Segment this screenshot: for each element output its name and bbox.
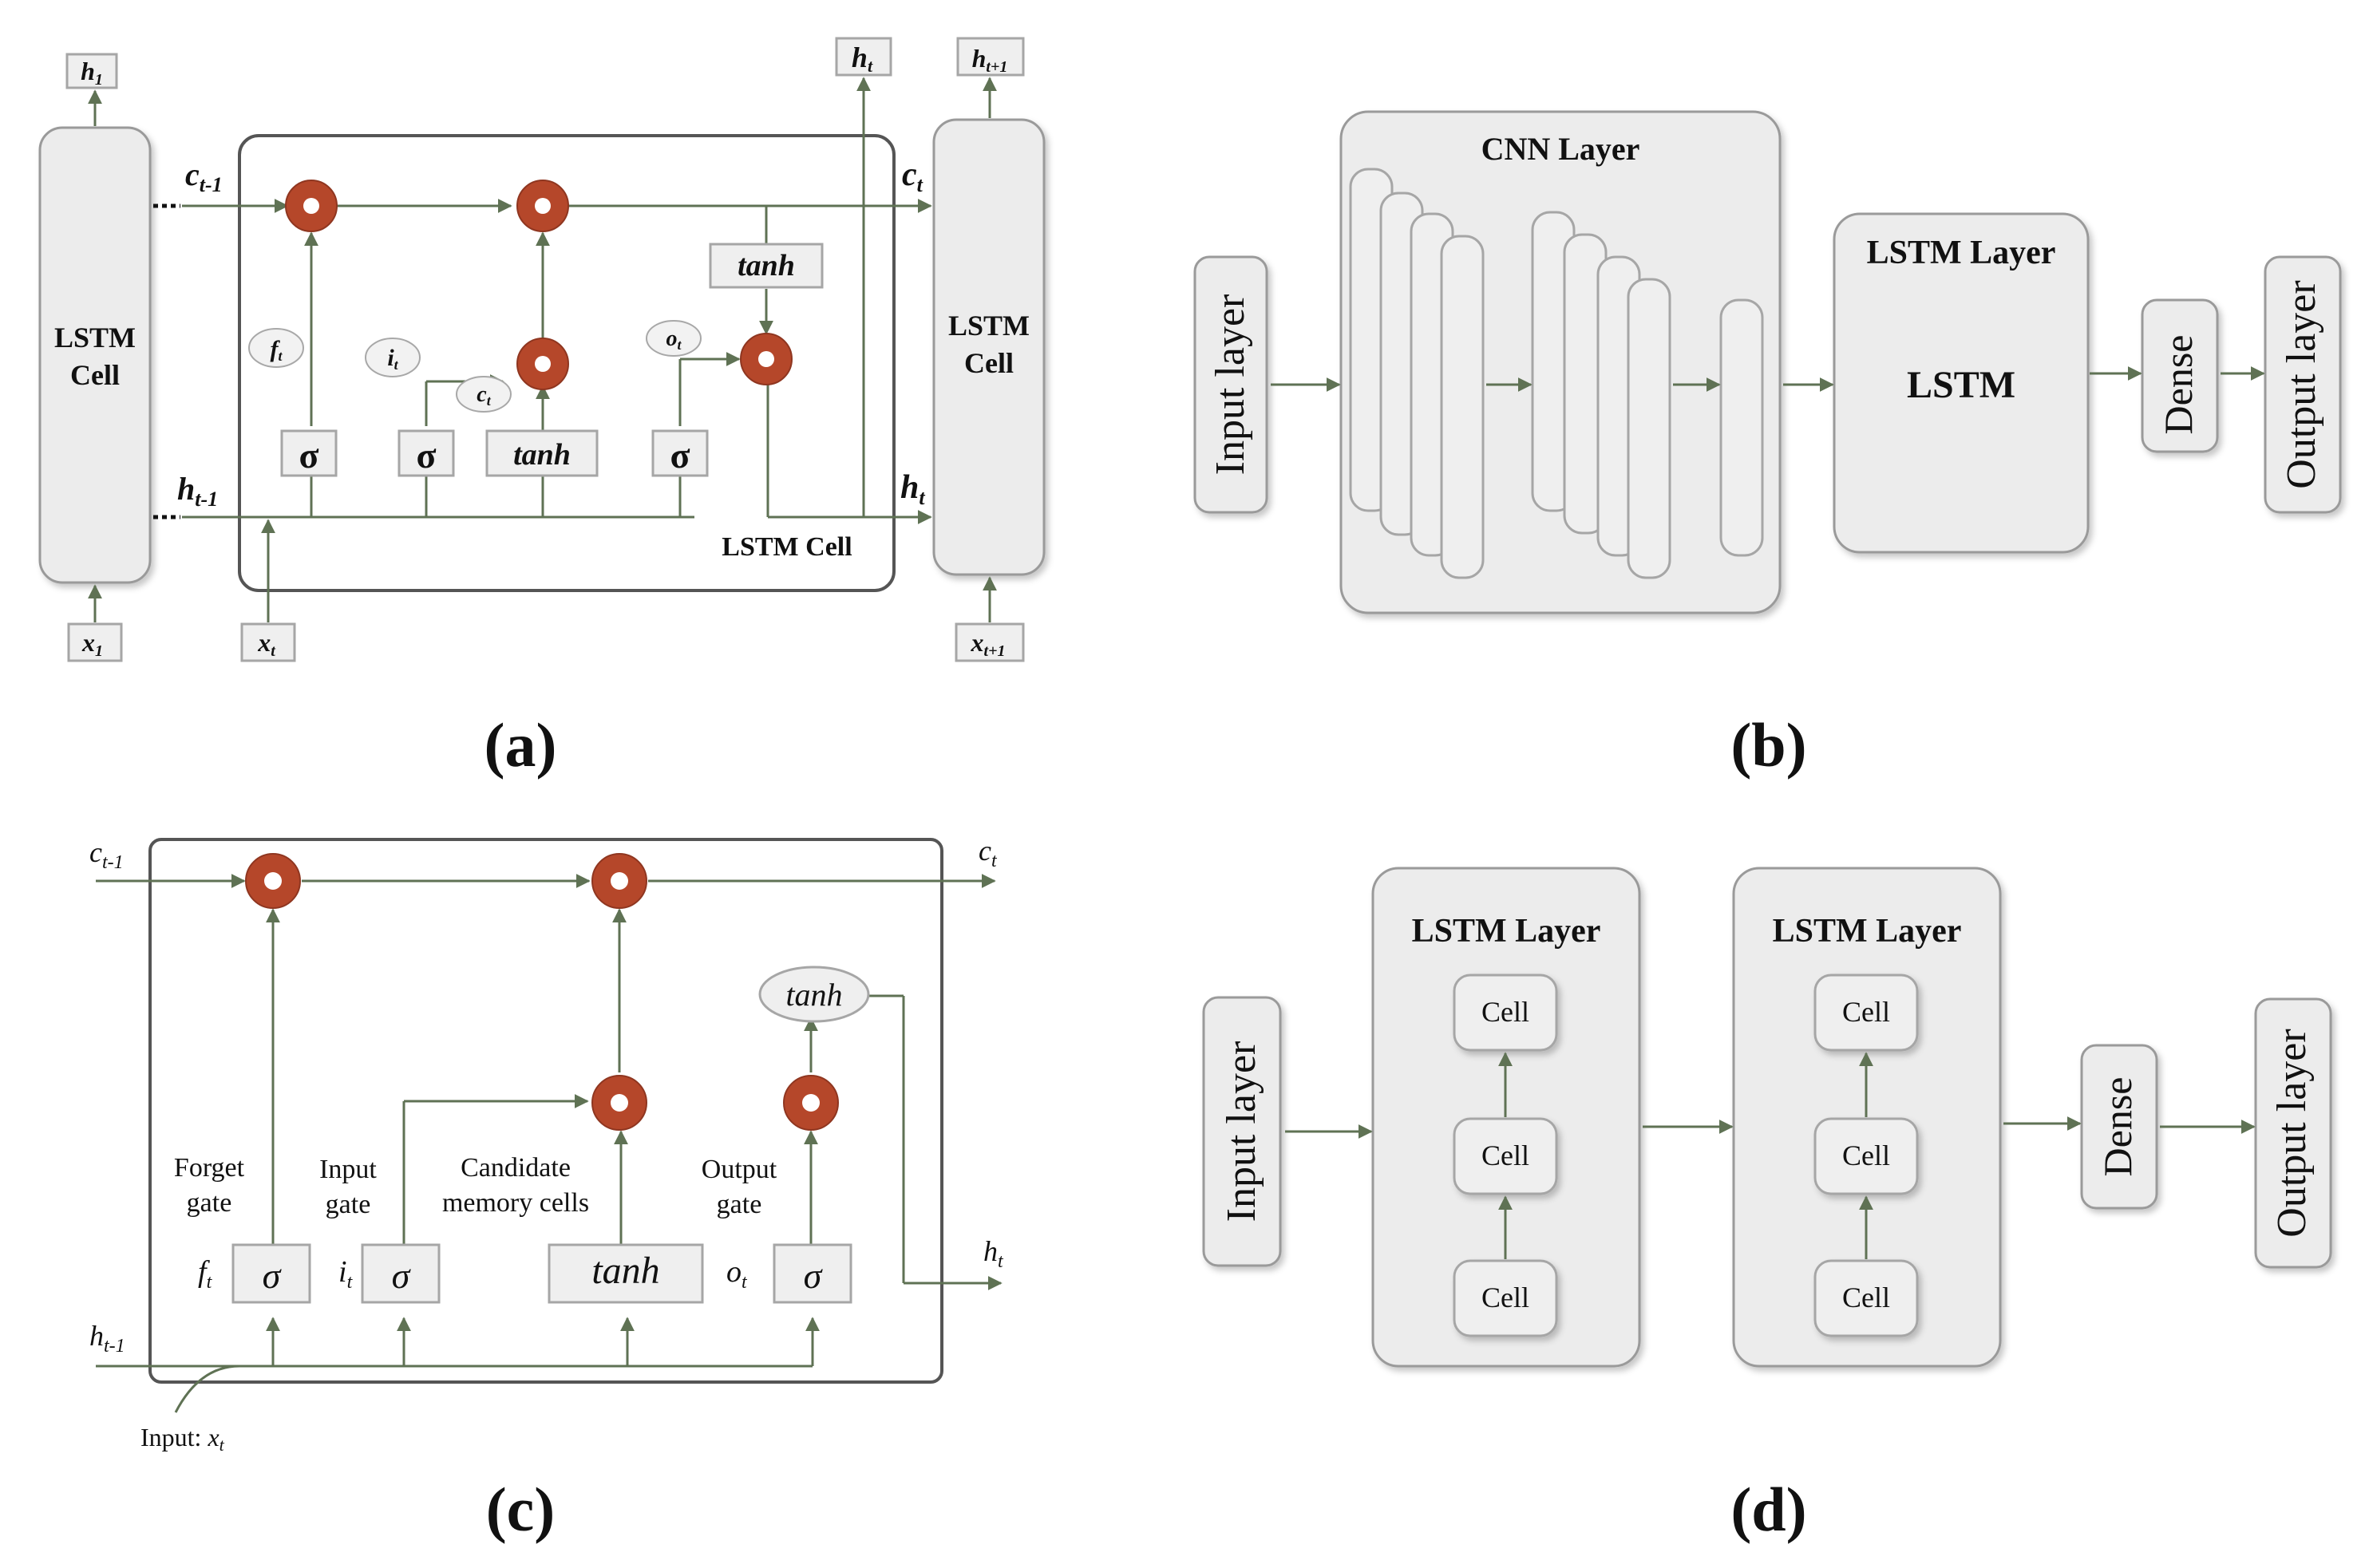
output-sigma: σ [670, 435, 690, 476]
d-lstm-layer-1-label: LSTM Layer [1412, 913, 1601, 950]
b-input-layer-label: Input layer [1208, 294, 1253, 476]
b-lstm-label: LSTM [1907, 364, 2015, 406]
ht-label: ht [900, 469, 925, 509]
forget-sigma-box [280, 429, 338, 477]
ht1-top-box [956, 37, 1025, 77]
c-ct-label: ct [979, 835, 998, 871]
c-forget-gate-line1: Forget [174, 1153, 245, 1183]
d-dense-box [2080, 1044, 2158, 1210]
c-cell-frame [148, 838, 943, 1384]
c-ht-1-label: ht-1 [89, 1320, 125, 1357]
right-cell-line2: Cell [964, 347, 1014, 379]
c-output-gate-line2: gate [717, 1190, 762, 1219]
d-input-layer-label: Input layer [1219, 1041, 1264, 1222]
center-lstm-cell-label: LSTM Cell [722, 532, 852, 562]
candidate-tanh-box [485, 429, 599, 477]
h1-box [65, 53, 118, 89]
h1-label: h1 [81, 57, 103, 89]
c-input-sigma-box [361, 1243, 441, 1304]
c-ht-label: ht [983, 1235, 1004, 1272]
ctil-label: ct [477, 382, 491, 409]
c-forget-sigma: σ [263, 1255, 283, 1296]
output-sigma-box [651, 429, 709, 477]
caption-b: (b) [1730, 710, 1806, 780]
d-output-layer-box [2254, 997, 2332, 1269]
left-lstm-cell [38, 126, 152, 584]
caption-a: (a) [484, 710, 557, 780]
caption-d: (d) [1730, 1475, 1806, 1544]
c-input-gate-line1: Input [319, 1155, 377, 1184]
b-lstm-layer-label: LSTM Layer [1867, 235, 2056, 271]
c-candidate-line1: Candidate [461, 1153, 571, 1183]
c-it-label: it [338, 1255, 354, 1293]
c-input-gate-line2: gate [326, 1190, 371, 1219]
b-output-layer-box [2264, 255, 2342, 514]
left-cell-line1: LSTM [54, 322, 136, 353]
ot-label: ot [666, 326, 682, 353]
c-output-gate-line1: Output [702, 1155, 777, 1184]
forget-sigma: σ [299, 435, 318, 476]
xt1-box [955, 622, 1025, 662]
d-lstm-layer-2-label: LSTM Layer [1773, 913, 1962, 950]
input-sigma: σ [416, 435, 436, 476]
b-lstm-layer-box [1833, 212, 2090, 554]
x1-box [67, 622, 123, 662]
ht-top-label: ht [852, 41, 873, 76]
d-cell-1a: Cell [1481, 996, 1529, 1028]
b-output-layer-label: Output layer [2279, 280, 2324, 488]
b-dense-label: Dense [2156, 335, 2201, 435]
c-candidate-line2: memory cells [442, 1188, 589, 1218]
input-sigma-box [397, 429, 455, 477]
c-candidate-tanh: tanh [591, 1250, 659, 1292]
panel-d: Input layer LSTM Layer Cell Cell Cell LS… [1202, 867, 2332, 1544]
c-forget-gate-line2: gate [187, 1188, 232, 1218]
ct-1-label: ct-1 [185, 156, 223, 196]
it-label: it [387, 345, 398, 373]
c-forget-sigma-box [231, 1243, 311, 1304]
d-input-layer-box [1202, 996, 1282, 1267]
c-output-sigma: σ [804, 1255, 824, 1296]
d-cell-2b: Cell [1842, 1139, 1890, 1171]
xt1-label: xt+1 [971, 628, 1006, 660]
d-dense-label: Dense [2095, 1077, 2140, 1177]
c-output-tanh: tanh [785, 977, 842, 1013]
ht-1-label: ht-1 [177, 471, 218, 511]
c-candidate-tanh-box [548, 1243, 704, 1304]
output-tanh: tanh [738, 249, 795, 282]
candidate-tanh: tanh [513, 438, 571, 472]
right-lstm-cell [932, 118, 1046, 576]
ht-top-box [835, 37, 892, 77]
caption-c: (c) [486, 1475, 556, 1544]
b-input-layer-box [1193, 255, 1268, 514]
panel-c: tanh σ σ tanh σ ft it ot Forget gate Inp… [89, 835, 1004, 1544]
d-cell-1c: Cell [1481, 1282, 1529, 1313]
d-cell-1b: Cell [1481, 1139, 1529, 1171]
c-input-sigma: σ [392, 1255, 412, 1296]
right-cell-line1: LSTM [948, 310, 1030, 342]
c-ft-label: ft [198, 1255, 213, 1293]
xt-box [240, 622, 296, 662]
xt-label: xt [257, 628, 276, 660]
panel-b: Input layer CNN Layer LSTM Layer LSTM De… [1193, 110, 2342, 780]
x1-label: x1 [81, 628, 103, 660]
output-tanh-box [709, 243, 824, 289]
d-cell-2c: Cell [1842, 1282, 1890, 1313]
ft-label: ft [270, 336, 283, 364]
left-cell-line2: Cell [70, 359, 120, 391]
d-cell-2a: Cell [1842, 996, 1890, 1028]
c-ot-label: ot [726, 1255, 748, 1293]
ht1-top-label: ht+1 [972, 44, 1008, 76]
b-cnn-layer-label: CNN Layer [1481, 131, 1640, 167]
c-ct-1-label: ct-1 [89, 836, 124, 873]
ct-label: ct [902, 156, 923, 196]
panel-a: LSTM Cell LSTM Cell h1 ht ht+1 x1 xt xt+… [38, 37, 1046, 780]
c-output-sigma-box [773, 1243, 852, 1304]
d-output-layer-label: Output layer [2269, 1029, 2315, 1237]
c-input-label: Input: xt [140, 1423, 225, 1455]
lstm-cell-frame [238, 134, 896, 592]
b-dense-box [2141, 298, 2219, 453]
